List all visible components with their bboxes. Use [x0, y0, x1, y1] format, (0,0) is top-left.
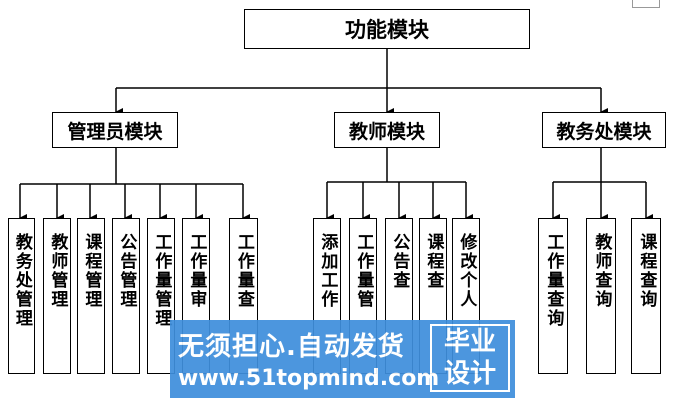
leaf-label: 课程查询 — [636, 233, 657, 309]
root-node: 功能模块 — [244, 9, 530, 49]
watermark-badge: 毕业 设计 — [430, 324, 510, 392]
watermark-banner: 无须担心.自动发货 www.51topmind.com 毕业 设计 — [170, 320, 515, 398]
module-teacher: 教师模块 — [334, 112, 440, 148]
leaf-label: 工作量审 — [186, 233, 207, 309]
leaf-label: 教师查询 — [591, 233, 612, 309]
leaf-label: 教师管理 — [47, 233, 68, 309]
module-academic-office: 教务处模块 — [542, 112, 666, 148]
leaf-label: 工作量管 — [353, 233, 374, 309]
leaf-label: 公告查 — [389, 233, 410, 290]
leaf-label: 工作量查 — [233, 233, 254, 309]
leaf-label: 添加工作 — [317, 233, 338, 309]
corner-mark — [632, 0, 660, 8]
leaf-node: 课程管理 — [77, 218, 105, 374]
leaf-label: 课程管理 — [81, 233, 102, 309]
watermark-badge-line2: 设计 — [443, 359, 496, 389]
watermark-slogan: 无须担心.自动发货 — [178, 332, 405, 362]
leaf-label: 修改个人 — [456, 233, 477, 309]
leaf-node: 教师管理 — [43, 218, 71, 374]
module-admin: 管理员模块 — [52, 112, 178, 148]
leaf-label: 工作量查询 — [543, 233, 564, 328]
watermark-badge-line1: 毕业 — [443, 327, 496, 357]
leaf-node: 课程查询 — [631, 218, 661, 374]
module-label: 教务处模块 — [556, 120, 652, 143]
leaf-label: 公告管理 — [116, 233, 137, 309]
leaf-label: 工作量管理 — [151, 233, 172, 328]
leaf-node: 工作量查询 — [538, 218, 568, 374]
watermark-url: www.51topmind.com — [178, 366, 440, 391]
leaf-label: 课程查 — [423, 233, 444, 290]
leaf-node: 公告管理 — [112, 218, 140, 374]
leaf-label: 教务处管理 — [11, 233, 32, 328]
module-label: 管理员模块 — [67, 120, 163, 143]
leaf-node: 教务处管理 — [8, 218, 35, 374]
leaf-node: 教师查询 — [586, 218, 616, 374]
root-label: 功能模块 — [345, 17, 429, 42]
module-label: 教师模块 — [348, 120, 425, 143]
